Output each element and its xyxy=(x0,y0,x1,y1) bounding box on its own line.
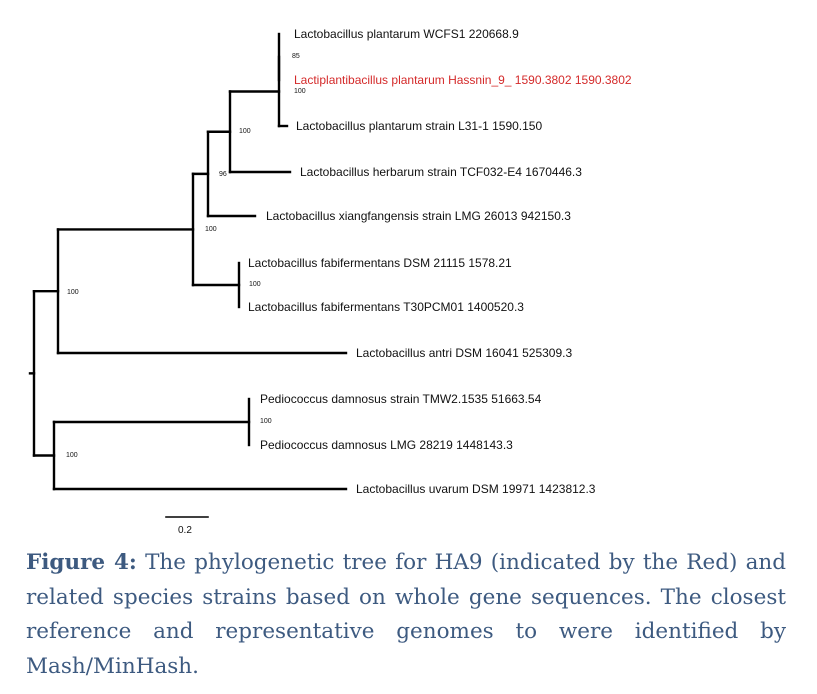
bootstrap-value: 96 xyxy=(219,171,227,178)
leaf-label: Lactobacillus xiangfangensis strain LMG … xyxy=(266,209,571,223)
bootstrap-value: 100 xyxy=(239,128,251,135)
bootstrap-labels: 85 100 100 96 100 100 100 100 100 xyxy=(66,53,306,459)
leaf-label: Lactobacillus plantarum WCFS1 220668.9 xyxy=(294,27,519,41)
leaf-labels: Lactobacillus plantarum WCFS1 220668.9La… xyxy=(248,27,632,496)
leaf-label: Pediococcus damnosus LMG 28219 1448143.3 xyxy=(260,438,513,452)
bootstrap-value: 100 xyxy=(66,452,78,459)
bootstrap-value: 100 xyxy=(249,281,261,288)
leaf-label: Lactobacillus fabifermentans DSM 21115 1… xyxy=(248,256,512,270)
bootstrap-value: 100 xyxy=(260,418,272,425)
scale-bar: 0.2 xyxy=(165,516,209,536)
bootstrap-value: 100 xyxy=(294,88,306,95)
figure-caption: Figure 4: The phylogenetic tree for HA9 … xyxy=(26,546,786,684)
leaf-label: Lactobacillus uvarum DSM 19971 1423812.3 xyxy=(356,482,596,496)
figure-caption-prefix: Figure 4: xyxy=(26,550,137,575)
scale-bar-label: 0.2 xyxy=(178,525,192,536)
bootstrap-value: 100 xyxy=(67,289,79,296)
leaf-label: Lactobacillus plantarum strain L31-1 159… xyxy=(296,119,542,133)
leaf-label-highlighted: Lactiplantibacillus plantarum Hassnin_9_… xyxy=(294,73,632,87)
leaf-label: Pediococcus damnosus strain TMW2.1535 51… xyxy=(260,392,542,406)
leaf-label: Lactobacillus antri DSM 16041 525309.3 xyxy=(356,346,572,360)
bootstrap-value: 100 xyxy=(205,226,217,233)
bootstrap-value: 85 xyxy=(292,53,300,60)
leaf-label: Lactobacillus fabifermentans T30PCM01 14… xyxy=(248,300,524,314)
leaf-label: Lactobacillus herbarum strain TCF032-E4 … xyxy=(300,165,582,179)
tree-branches xyxy=(28,32,348,491)
phylogenetic-tree: Lactobacillus plantarum WCFS1 220668.9La… xyxy=(28,27,632,536)
figure-caption-text: The phylogenetic tree for HA9 (indicated… xyxy=(26,550,786,679)
